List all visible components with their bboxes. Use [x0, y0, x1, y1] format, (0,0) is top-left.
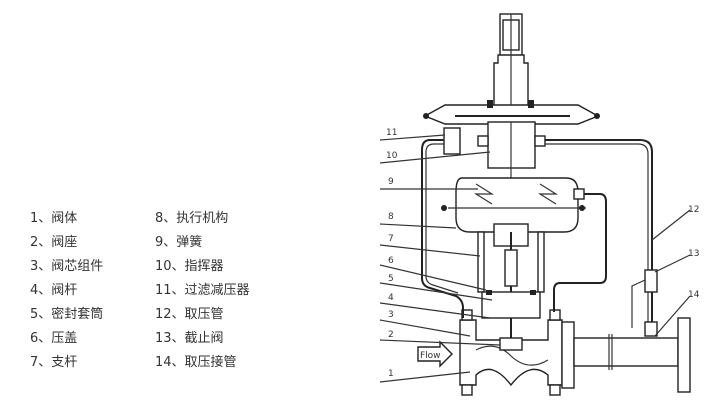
- callout-11: 11: [386, 128, 397, 138]
- legend-num: 13、: [155, 331, 185, 346]
- legend-num: 5、: [30, 307, 52, 322]
- callout-10: 10: [386, 151, 398, 161]
- legend-num: 10、: [155, 259, 185, 274]
- callout-2: 2: [388, 330, 394, 340]
- legend-num: 2、: [30, 235, 52, 250]
- bonnet: [481, 290, 541, 319]
- legend-name: 截止阀: [184, 331, 224, 346]
- legend-name: 阀座: [51, 235, 78, 250]
- filter-regulator: [443, 127, 461, 155]
- legend-item: 6、压盖: [30, 327, 77, 346]
- legend-num: 8、: [155, 211, 177, 226]
- legend-num: 11、: [155, 283, 185, 298]
- callout-6: 6: [388, 256, 394, 266]
- legend-item: 8、执行机构: [155, 207, 228, 226]
- legend-num: 3、: [30, 259, 52, 274]
- legend-item: 11、过滤减压器: [155, 279, 250, 298]
- spring: [473, 183, 559, 205]
- callout-8: 8: [388, 212, 394, 222]
- callout-5: 5: [388, 274, 394, 284]
- flow-arrow: Flow: [417, 340, 453, 368]
- pilot-spring-housing: [493, 13, 529, 120]
- callout-14: 14: [688, 290, 700, 300]
- downstream-pipe: [561, 317, 691, 393]
- legend-num: 6、: [30, 331, 52, 346]
- pressure-tubes: [421, 139, 653, 335]
- legend-item: 5、密封套筒: [30, 303, 103, 322]
- legend-name: 执行机构: [176, 211, 229, 226]
- legend-name: 阀体: [51, 211, 78, 226]
- pilot-body: [477, 121, 546, 185]
- pilot-diaphragm: [423, 100, 600, 125]
- callout-9: 9: [388, 177, 394, 187]
- support-rods: [477, 223, 545, 350]
- legend-item: 14、取压接管: [155, 351, 237, 370]
- legend-item: 2、阀座: [30, 231, 77, 250]
- legend-item: 12、取压管: [155, 303, 224, 322]
- callout-12: 12: [688, 205, 699, 215]
- legend-name: 指挥器: [184, 259, 224, 274]
- legend-item: 7、支杆: [30, 351, 77, 370]
- legend-name: 阀杆: [51, 283, 78, 298]
- legend-item: 4、阀杆: [30, 279, 77, 298]
- legend-item: 1、阀体: [30, 207, 77, 226]
- legend-name: 弹簧: [176, 235, 203, 250]
- legend-num: 14、: [155, 355, 185, 370]
- legend-name: 压盖: [51, 331, 78, 346]
- callout-4: 4: [388, 293, 394, 303]
- legend-name: 取压接管: [184, 355, 237, 370]
- callout-13: 13: [688, 249, 699, 259]
- callout-numbers: 11 10 9 8 7 6 5 4 3 2 1 12 13 14: [386, 128, 700, 379]
- legend-name: 密封套筒: [51, 307, 104, 322]
- legend-num: 7、: [30, 355, 52, 370]
- flow-label: Flow: [420, 351, 441, 361]
- legend-name: 阀芯组件: [51, 259, 104, 274]
- legend-num: 9、: [155, 235, 177, 250]
- legend-num: 1、: [30, 211, 52, 226]
- legend-name: 过滤减压器: [184, 283, 250, 298]
- callout-3: 3: [388, 310, 394, 320]
- callout-leaders: [379, 134, 691, 383]
- legend-name: 取压管: [184, 307, 224, 322]
- callout-7: 7: [388, 234, 394, 244]
- legend-name: 支杆: [51, 355, 78, 370]
- legend-item: 10、指挥器: [155, 255, 224, 274]
- legend-item: 13、截止阀: [155, 327, 224, 346]
- stop-valve: [631, 269, 658, 337]
- legend-num: 4、: [30, 283, 52, 298]
- legend-item: 3、阀芯组件: [30, 255, 103, 274]
- callout-1: 1: [388, 369, 394, 379]
- legend-num: 12、: [155, 307, 185, 322]
- legend-item: 9、弹簧: [155, 231, 202, 250]
